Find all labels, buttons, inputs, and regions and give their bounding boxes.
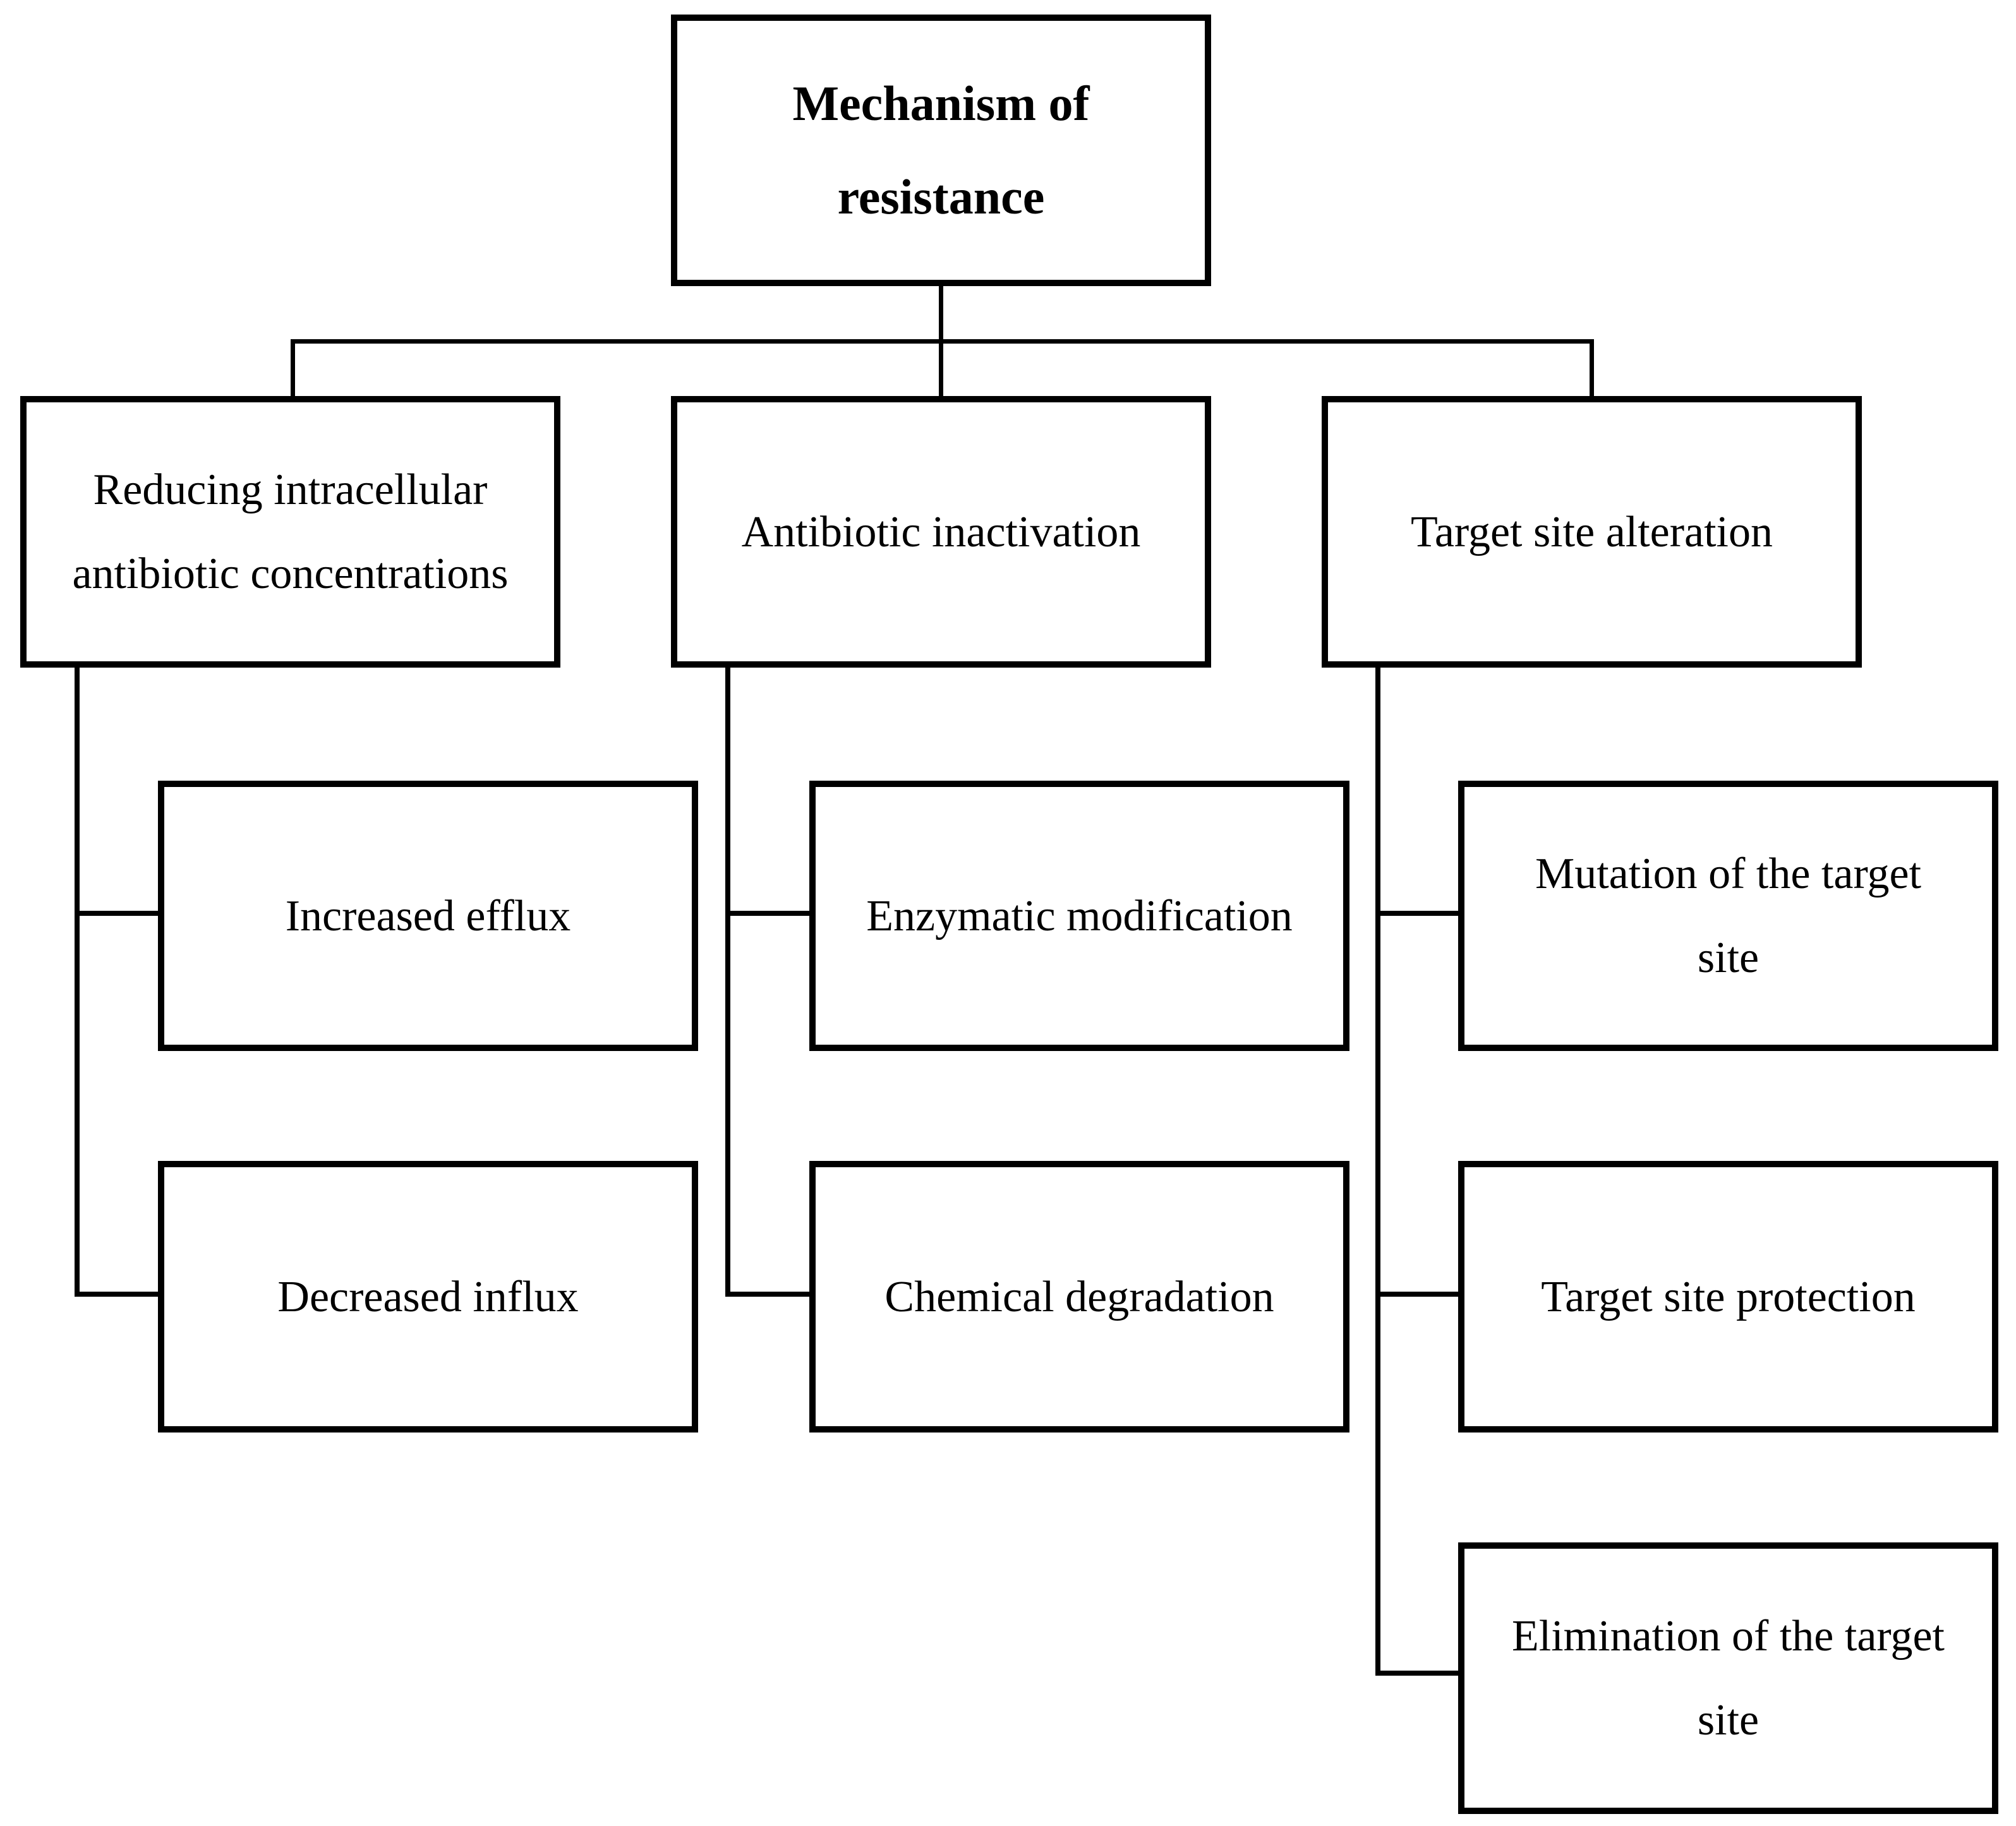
connector-stub-mutation-of-target-site	[1375, 911, 1458, 916]
node-reducing-intracellular-antibiotic-concentrations: Reducing intracellular antibiotic concen…	[20, 396, 560, 668]
connector-drop-branch-3	[1590, 339, 1594, 396]
node-label: Chemical degradation	[884, 1272, 1274, 1321]
connector-drop-branch-2	[939, 339, 943, 396]
connector-root-vertical	[939, 285, 943, 344]
connector-stub-increased-efflux	[75, 911, 158, 916]
node-label: Elimination of the target site	[1512, 1612, 1945, 1745]
node-antibiotic-inactivation: Antibiotic inactivation	[671, 396, 1211, 668]
node-label: Target site protection	[1541, 1272, 1916, 1321]
node-label: Decreased influx	[277, 1272, 579, 1321]
connector-stub-enzymatic-modification	[725, 911, 809, 916]
connector-drop-branch-1	[291, 339, 295, 396]
node-label: Target site alteration	[1410, 507, 1773, 556]
node-increased-efflux: Increased efflux	[158, 781, 698, 1051]
node-label: Reducing intracellular antibiotic concen…	[72, 466, 509, 598]
node-elimination-of-the-target-site: Elimination of the target site	[1458, 1542, 1998, 1814]
connector-branch-2-vertical	[725, 668, 730, 1297]
node-label: Increased efflux	[285, 891, 571, 940]
connector-stub-decreased-influx	[75, 1292, 158, 1297]
node-label: Mechanism of resistance	[792, 75, 1090, 224]
node-label: Enzymatic modification	[866, 891, 1293, 940]
connector-stub-target-site-protection	[1375, 1292, 1458, 1297]
connector-branch-3-vertical	[1375, 668, 1380, 1676]
node-mechanism-of-resistance: Mechanism of resistance	[671, 15, 1211, 286]
connector-stub-chemical-degradation	[725, 1292, 809, 1297]
node-decreased-influx: Decreased influx	[158, 1161, 698, 1433]
node-target-site-alteration: Target site alteration	[1322, 396, 1862, 668]
connector-branch-1-vertical	[75, 668, 80, 1297]
node-chemical-degradation: Chemical degradation	[809, 1161, 1349, 1433]
node-mutation-of-the-target-site: Mutation of the target site	[1458, 781, 1998, 1051]
node-target-site-protection: Target site protection	[1458, 1161, 1998, 1433]
node-enzymatic-modification: Enzymatic modification	[809, 781, 1349, 1051]
node-label: Mutation of the target site	[1535, 850, 1922, 982]
connector-stub-elimination-of-target-site	[1375, 1671, 1458, 1676]
node-label: Antibiotic inactivation	[741, 507, 1141, 556]
